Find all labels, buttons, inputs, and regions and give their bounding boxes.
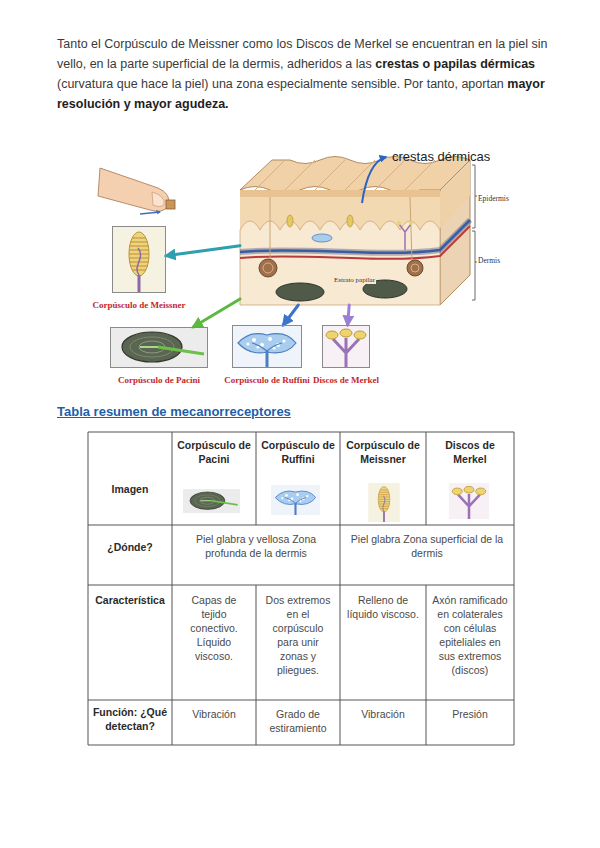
table-cell: Capas de tejido conectivo. Líquido visco… [178, 593, 250, 663]
layer-brackets [472, 231, 477, 300]
connector-arrow [166, 246, 240, 256]
skin-block-drawing [397, 221, 401, 225]
receptor-pictures [232, 325, 302, 368]
body-paragraph: Tanto el Corpúsculo de Meissner como los… [57, 34, 549, 114]
receptor-pictures [322, 325, 370, 368]
skin-block-drawing [362, 157, 386, 203]
finger-drawing [152, 192, 164, 207]
skin-block-drawing [240, 190, 440, 197]
table-pictures [183, 489, 240, 513]
skin-block-drawing [259, 259, 277, 277]
finger-drawing [98, 168, 169, 211]
table-header-cell: Función: ¿Qué detectan? [91, 705, 169, 733]
skin-block-drawing [240, 220, 470, 253]
callout-label: crestas dérmicas [392, 149, 490, 165]
receptor-frame: Corpúsculo de Pacini [110, 327, 208, 368]
skin-block-drawing [347, 215, 353, 227]
skin-block-drawing [255, 160, 435, 190]
skin-block-drawing [287, 215, 293, 227]
layer-brackets [472, 165, 477, 228]
table-cell: Dos extremos en el corpúsculo para unir … [262, 593, 334, 677]
table-header-cell: Característica [91, 593, 169, 607]
receptor-caption: Corpúsculo de Pacini [118, 375, 200, 386]
skin-block-drawing [276, 283, 324, 301]
receptor-frame: Corpúsculo de Ruffini [232, 325, 302, 368]
table-cell: Presión [432, 707, 508, 721]
table-header-cell: ¿Dónde? [91, 540, 169, 554]
skin-block-drawing [240, 226, 470, 259]
connector-arrow [348, 305, 350, 325]
table-pictures [449, 483, 489, 519]
layer-label: Estrato papilar [333, 276, 376, 284]
table-header-cell: Discos de Merkel [429, 438, 511, 466]
skin-block-drawing [240, 157, 470, 306]
table-cell: Vibración [346, 707, 420, 721]
table-header-cell: Corpúsculo de Pacini [175, 438, 253, 466]
table-cell: Axón ramificado en colaterales con célul… [432, 593, 508, 677]
receptor-frame: Corpúsculo de Meissner [112, 226, 166, 293]
table-grid [88, 432, 514, 745]
skin-block-drawing [409, 221, 413, 225]
paragraph-text: (curvatura que hace la piel) una zona es… [57, 77, 504, 91]
table-cell: Grado de estiramiento [262, 707, 334, 735]
connector-arrow [283, 305, 298, 325]
skin-block-drawing [411, 264, 419, 272]
connector-arrow [193, 299, 240, 327]
table-cell: Vibración [178, 707, 250, 721]
table-grid [88, 432, 514, 745]
receptor-caption: Discos de Merkel [313, 375, 379, 386]
finger-drawing [98, 168, 175, 214]
table-cell: Piel glabra Zona superficial de la dermi… [346, 532, 508, 560]
bold-phrase: crestas o papilas dérmicas [375, 57, 535, 71]
finger-drawing [166, 200, 175, 209]
table-header-cell: Imagen [91, 482, 169, 496]
receptor-caption: Corpúsculo de Ruffini [224, 375, 310, 386]
table-header-cell: Corpúsculo de Ruffini [259, 438, 337, 466]
table-header-cell: Corpúsculo de Meissner [343, 438, 423, 466]
receptor-caption: Corpúsculo de Meissner [93, 300, 186, 311]
layer-label: Dermis [478, 256, 500, 265]
skin-block-drawing [240, 220, 470, 253]
section-heading: Tabla resumen de mecanorreceptores [57, 404, 291, 419]
table-grid [88, 432, 514, 745]
skin-block-drawing [263, 263, 273, 273]
layer-label: Epidermis [478, 194, 509, 203]
table-pictures [271, 485, 320, 515]
table-pictures [183, 483, 489, 522]
receptor-pictures [112, 226, 166, 293]
table-pictures [368, 483, 399, 522]
receptor-pictures [110, 327, 208, 368]
layer-brackets [472, 165, 477, 300]
skin-block-drawing [407, 260, 423, 276]
skin-block-drawing [399, 224, 411, 250]
table-grid [256, 432, 426, 745]
table-cell: Relleno de líquido viscoso. [346, 593, 420, 621]
table-cell: Piel glabra y vellosa Zona profunda de l… [178, 532, 334, 560]
receptor-frame: Discos de Merkel [322, 325, 370, 368]
skin-block-drawing [270, 197, 412, 262]
receptor-pictures [110, 226, 370, 368]
skin-block-drawing [312, 234, 332, 242]
finger-drawing [140, 212, 160, 214]
